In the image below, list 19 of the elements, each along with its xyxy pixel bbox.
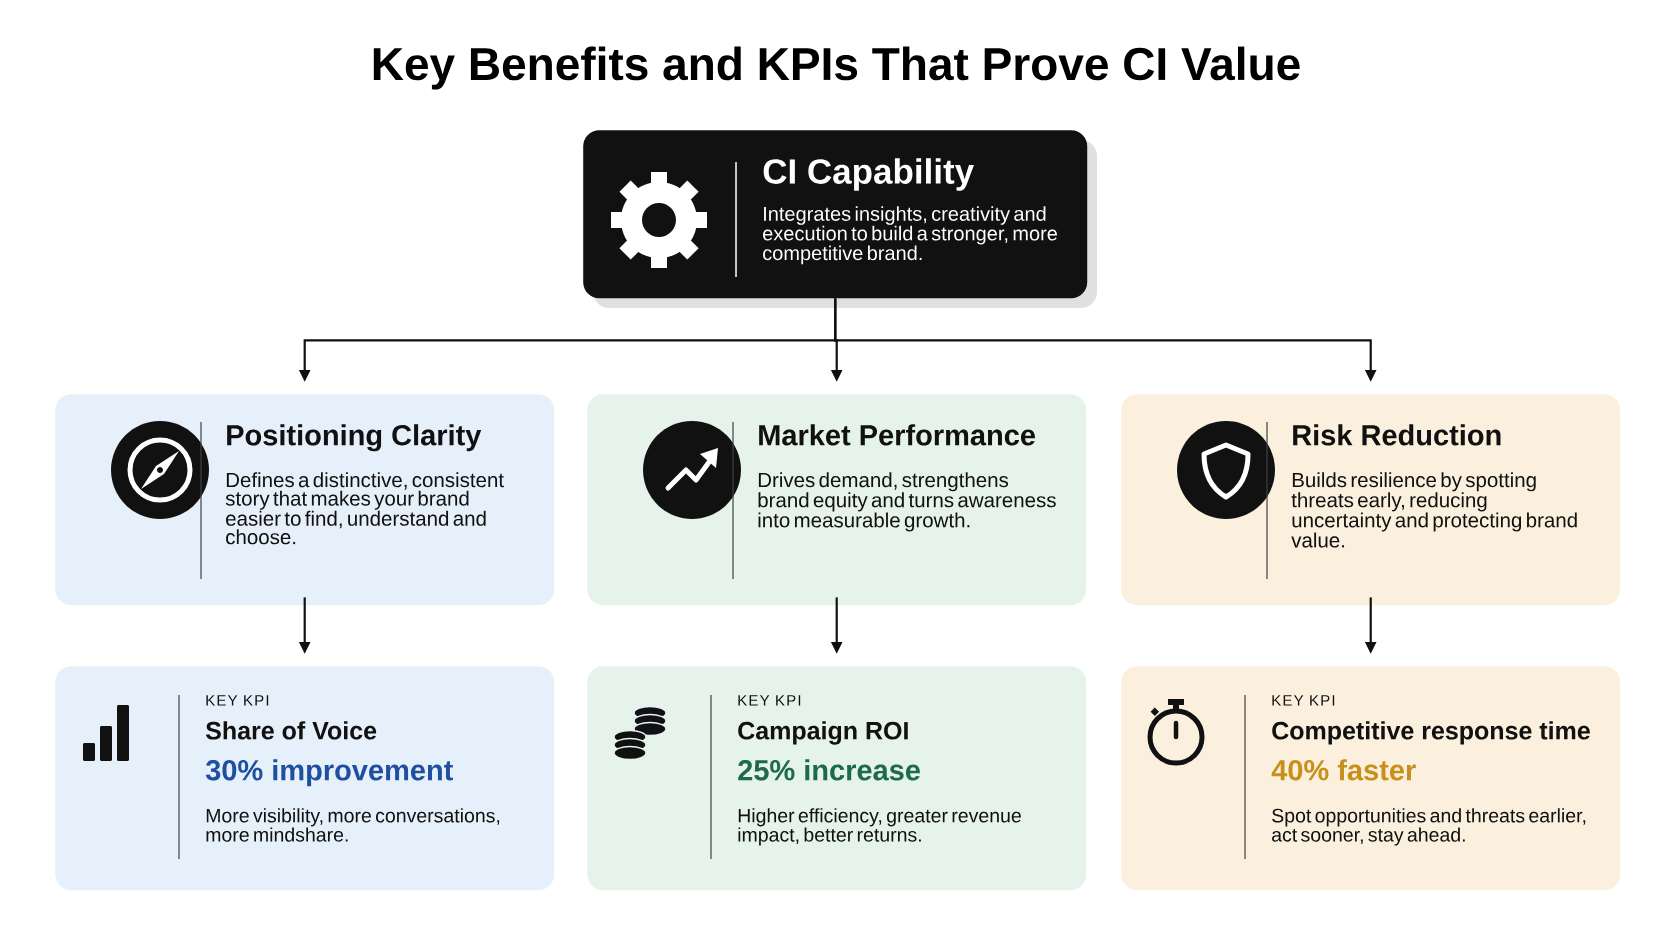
card-title: Risk Reduction (1293, 424, 1501, 446)
card-text: Defines a distinctive, consistent story that makes your brand easier to find, understand and choose. (225, 472, 504, 545)
kpi-title: Campaign ROI (738, 721, 908, 745)
kpi-title: Competitive response time (1272, 721, 1590, 745)
card-text: Drives demand, strengthens brand equity and turns awareness into measurable growth. (758, 472, 1056, 532)
card-title: Positioning Clarity (227, 424, 482, 452)
kpi-text: Spot opportunities and threats earlier, act sooner, stay ahead. (1272, 808, 1586, 846)
kpi-tag: KEY KPI (206, 695, 269, 706)
kpi-value: 40% faster (1271, 759, 1416, 781)
kpi-title: Share of Voice (205, 721, 377, 740)
kpi-value: 30% improvement (205, 759, 453, 787)
kpi-tag: KEY KPI (1272, 695, 1335, 706)
title: Key Benefits and KPIs That Prove CI Value (373, 46, 1300, 90)
kpi-value: 25% increase (738, 759, 920, 781)
kpi-text: More visibility, more conversations, more mindshare. (206, 808, 500, 842)
kpi-tag: KEY KPI (738, 695, 801, 706)
card-text: Builds resilience by spotting threats early, reducing uncertainty and protecting brand value. (1291, 472, 1577, 548)
kpi-text: Higher efficiency, greater revenue impact, better returns. (738, 808, 1021, 846)
card-title: Market Performance (759, 424, 1035, 446)
